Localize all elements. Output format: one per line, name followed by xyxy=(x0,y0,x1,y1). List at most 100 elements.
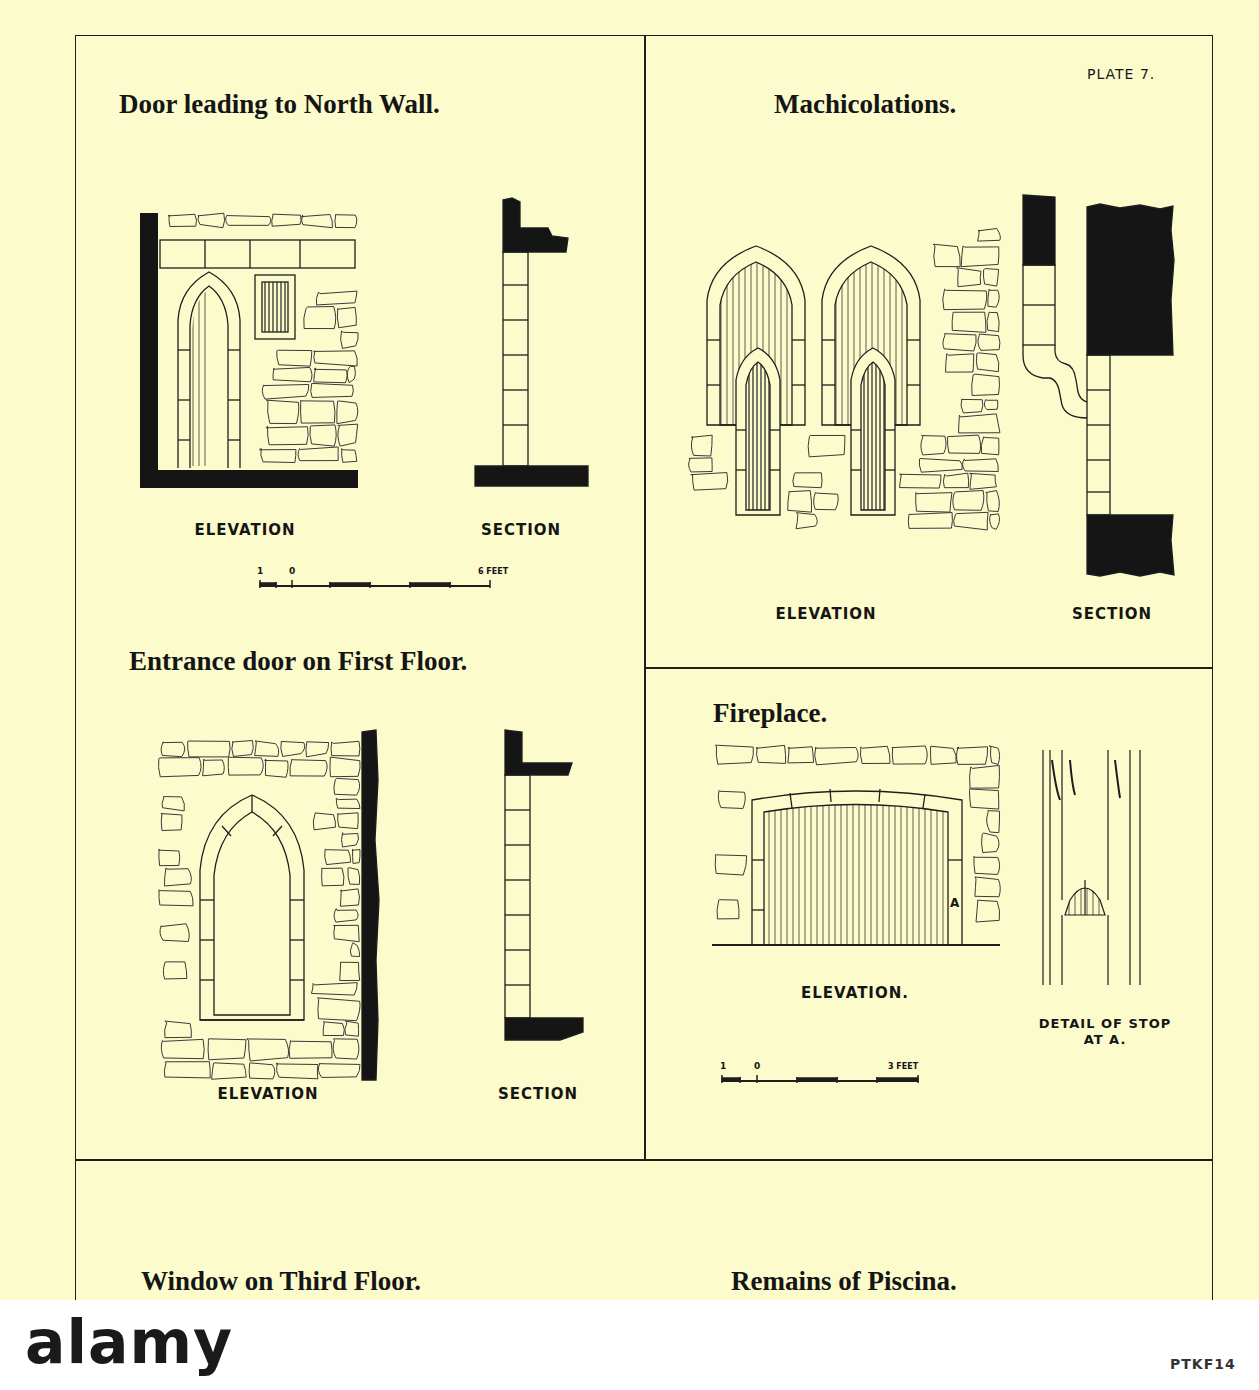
scale-number: 1 xyxy=(257,566,263,577)
stone xyxy=(957,747,988,765)
stone xyxy=(691,473,728,491)
stone xyxy=(970,765,1000,788)
entrance-door-elevation xyxy=(200,730,379,1080)
stone xyxy=(228,757,263,775)
scale-unit: 6 FEET xyxy=(478,567,508,577)
stone xyxy=(289,1040,332,1058)
stone xyxy=(311,983,357,995)
machicolation-section xyxy=(1023,195,1174,576)
stone xyxy=(302,214,333,227)
plate-number: PLATE 7. xyxy=(1087,66,1155,83)
stone xyxy=(987,811,1000,833)
stone xyxy=(961,246,999,267)
stone xyxy=(975,877,1000,897)
watermark: alamy xyxy=(25,1306,233,1378)
stone xyxy=(908,513,952,529)
stone xyxy=(815,747,858,765)
panel-heading: Machicolations. xyxy=(774,88,956,120)
stone xyxy=(986,491,1000,512)
stone xyxy=(335,215,357,228)
stone xyxy=(340,889,359,906)
reference-letter: A xyxy=(950,896,959,910)
stone xyxy=(808,435,845,456)
image-id: PTKF14 xyxy=(1170,1356,1236,1373)
stone xyxy=(164,1062,210,1078)
stone xyxy=(963,459,999,472)
stone xyxy=(212,1063,247,1079)
stone xyxy=(348,868,360,885)
stone xyxy=(900,474,941,488)
scale-number: 1 xyxy=(720,1061,726,1072)
scale-bar xyxy=(260,580,490,588)
stone xyxy=(273,367,312,381)
stone xyxy=(988,289,999,307)
stone xyxy=(952,312,986,332)
stone xyxy=(976,900,1000,922)
stone xyxy=(338,813,359,829)
stone xyxy=(970,473,997,489)
fireplace-elevation xyxy=(712,789,1000,945)
stone xyxy=(974,856,1000,874)
scale-unit: 3 FEET xyxy=(888,1062,918,1072)
panel-heading: Entrance door on First Floor. xyxy=(129,645,467,677)
stone xyxy=(331,741,360,756)
stone xyxy=(984,400,997,410)
stone xyxy=(161,1039,204,1058)
stone xyxy=(306,742,329,757)
panel-heading: Door leading to North Wall. xyxy=(119,88,440,120)
stone xyxy=(262,384,308,399)
stone xyxy=(715,855,746,875)
view-label: SECTION xyxy=(498,1085,578,1103)
panel-heading: Window on Third Floor. xyxy=(141,1265,421,1297)
stone xyxy=(325,849,351,864)
scale-number: 0 xyxy=(754,1061,760,1072)
stone xyxy=(300,401,335,423)
view-label: ELEVATION xyxy=(775,605,876,623)
stone xyxy=(718,791,745,809)
stone xyxy=(314,368,347,382)
stone xyxy=(788,491,812,513)
stone xyxy=(341,331,359,349)
stone xyxy=(330,757,360,777)
stone xyxy=(318,998,361,1021)
stone xyxy=(277,350,312,366)
entrance-door-section xyxy=(505,730,583,1040)
stone xyxy=(788,747,814,763)
stone xyxy=(334,778,360,795)
stone xyxy=(930,746,956,764)
stone xyxy=(159,849,180,866)
stone xyxy=(978,334,1000,350)
stone xyxy=(892,746,927,764)
scale-bar xyxy=(722,1075,918,1083)
panel-heading: Fireplace. xyxy=(713,697,827,729)
stone xyxy=(860,746,890,763)
stone xyxy=(946,354,974,372)
stone xyxy=(226,215,271,225)
stone xyxy=(342,449,357,463)
stone xyxy=(168,214,197,226)
stone xyxy=(160,924,189,942)
stone xyxy=(188,741,230,757)
stone xyxy=(259,449,296,463)
stone xyxy=(272,214,301,226)
stone xyxy=(208,1039,246,1060)
stone xyxy=(165,1021,192,1038)
detail-label: DETAIL OF STOP AT A. xyxy=(1030,1016,1180,1047)
stone xyxy=(310,425,336,446)
stone xyxy=(959,414,1000,433)
stone xyxy=(337,401,358,424)
view-label: ELEVATION. xyxy=(801,984,909,1002)
stone xyxy=(954,512,988,530)
stone xyxy=(311,383,354,397)
stone xyxy=(969,789,998,809)
stone xyxy=(161,814,182,831)
stone xyxy=(316,291,357,305)
stone xyxy=(340,962,360,981)
stone xyxy=(276,1063,318,1079)
north-door-elevation xyxy=(140,213,358,488)
view-label: SECTION xyxy=(1072,605,1152,623)
panel-heading: Remains of Piscina. xyxy=(731,1265,957,1297)
stone xyxy=(953,491,984,511)
stone xyxy=(290,759,327,776)
paper-ground xyxy=(0,0,1259,1300)
